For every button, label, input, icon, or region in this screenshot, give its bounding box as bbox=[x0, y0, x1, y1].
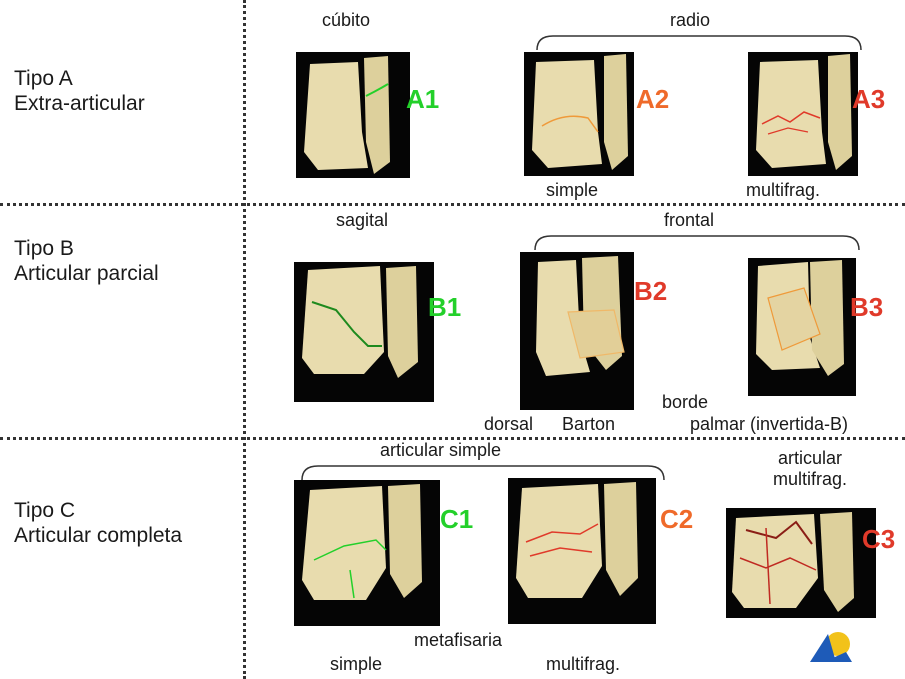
row-c-title: Tipo C bbox=[14, 498, 182, 523]
row-b-title: Tipo B bbox=[14, 236, 159, 261]
bone-illustration bbox=[296, 52, 410, 178]
logo-icon bbox=[806, 626, 856, 666]
label-a-multifrag: multifrag. bbox=[746, 180, 820, 201]
label-c-simple: simple bbox=[330, 654, 382, 675]
row-a-title: Tipo A bbox=[14, 66, 145, 91]
image-a3 bbox=[748, 52, 858, 176]
vertical-separator bbox=[243, 0, 246, 679]
label-articular-multifrag-line1: articular bbox=[762, 448, 858, 469]
code-a2: A2 bbox=[636, 84, 669, 115]
label-frontal: frontal bbox=[664, 210, 714, 231]
row-c-label: Tipo C Articular completa bbox=[14, 498, 182, 548]
code-b2: B2 bbox=[634, 276, 667, 307]
label-articular-multifrag: articular multifrag. bbox=[762, 448, 858, 490]
row-a-subtitle: Extra-articular bbox=[14, 91, 145, 116]
image-a1 bbox=[296, 52, 410, 178]
label-articular-multifrag-line2: multifrag. bbox=[762, 469, 858, 490]
code-c3: C3 bbox=[862, 524, 895, 555]
code-c2: C2 bbox=[660, 504, 693, 535]
row-b-subtitle: Articular parcial bbox=[14, 261, 159, 286]
code-a1: A1 bbox=[406, 84, 439, 115]
code-c1: C1 bbox=[440, 504, 473, 535]
label-c-multifrag: multifrag. bbox=[546, 654, 620, 675]
label-barton: Barton bbox=[562, 414, 615, 435]
label-dorsal: dorsal bbox=[484, 414, 533, 435]
image-b2 bbox=[520, 252, 634, 410]
image-a2 bbox=[524, 52, 634, 176]
image-b3 bbox=[748, 258, 856, 396]
separator-a-b bbox=[0, 203, 905, 206]
code-a3: A3 bbox=[852, 84, 885, 115]
image-c1 bbox=[294, 480, 440, 626]
row-a-label: Tipo A Extra-articular bbox=[14, 66, 145, 116]
code-b3: B3 bbox=[850, 292, 883, 323]
frontal-brace bbox=[533, 230, 861, 252]
label-a-simple: simple bbox=[546, 180, 598, 201]
label-sagital: sagital bbox=[336, 210, 388, 231]
label-borde: borde bbox=[662, 392, 708, 413]
label-metafisaria: metafisaria bbox=[414, 630, 502, 651]
radio-brace bbox=[535, 30, 863, 52]
row-c-subtitle: Articular completa bbox=[14, 523, 182, 548]
image-b1 bbox=[294, 262, 434, 402]
image-c2 bbox=[508, 478, 656, 624]
label-cubito: cúbito bbox=[322, 10, 370, 31]
label-radio: radio bbox=[670, 10, 710, 31]
image-c3 bbox=[726, 508, 876, 618]
row-b-label: Tipo B Articular parcial bbox=[14, 236, 159, 286]
label-articular-simple: articular simple bbox=[380, 440, 501, 461]
code-b1: B1 bbox=[428, 292, 461, 323]
label-palmar: palmar (invertida-B) bbox=[690, 414, 848, 435]
